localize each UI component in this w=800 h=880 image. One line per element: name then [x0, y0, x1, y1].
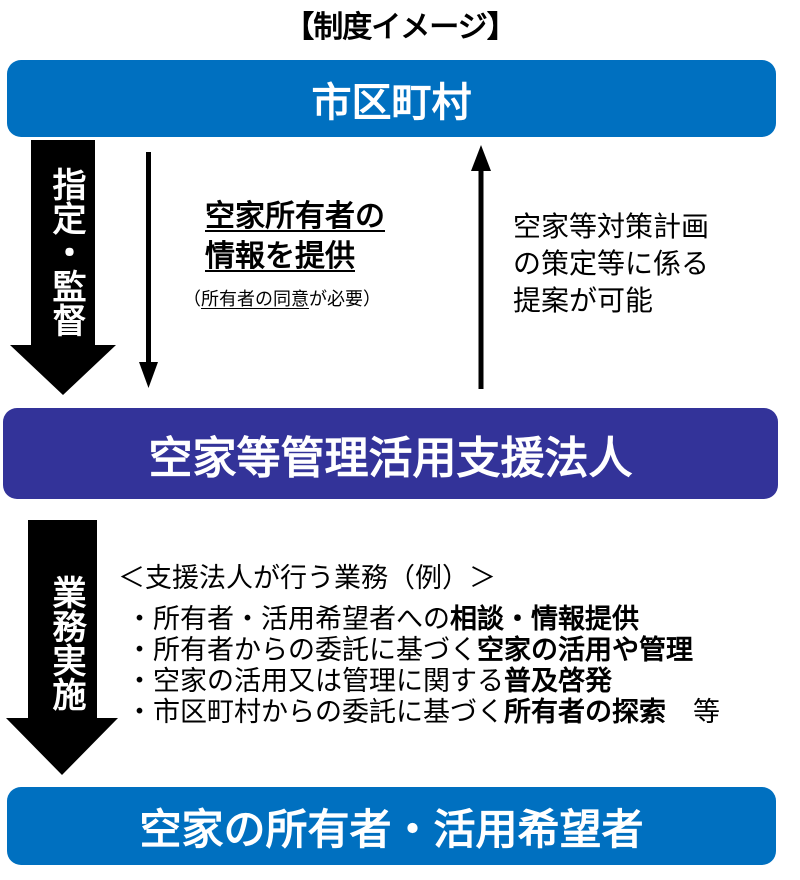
duty-item: ・所有者・活用希望者への相談・情報提供 — [126, 604, 639, 635]
owners-label: 空家の所有者・活用希望者 — [139, 804, 644, 854]
duties-heading: ＜支援法人が行う業務（例）＞ — [118, 563, 496, 594]
down-arrow-icon — [139, 152, 158, 388]
info-line-2: 情報を提供 — [205, 239, 355, 274]
business-execution-arrow-icon — [6, 520, 118, 775]
municipality-label: 市区町村 — [311, 79, 472, 126]
business-execution-label: 業務実施 — [46, 575, 86, 711]
duty-item: ・市区町村からの委託に基づく所有者の探索 等 — [126, 697, 720, 728]
support-corporation-label: 空家等管理活用支援法人 — [148, 432, 633, 484]
consent-note: （所有者の同意が必要） — [183, 289, 381, 310]
duty-item: ・所有者からの委託に基づく空家の活用や管理 — [126, 635, 693, 666]
info-line-1: 空家所有者の — [205, 199, 385, 234]
info-provision-text: 空家所有者の 情報を提供 — [205, 197, 385, 277]
duties-list: ・所有者・活用希望者への相談・情報提供 ・所有者からの委託に基づく空家の活用や管… — [126, 604, 720, 728]
support-corporation-box: 空家等管理活用支援法人 — [3, 408, 778, 499]
diagram-title: 【制度イメージ】 — [284, 10, 516, 45]
municipality-box: 市区町村 — [7, 60, 776, 137]
duty-item: ・空家の活用又は管理に関する普及啓発 — [126, 666, 612, 697]
designate-supervise-label: 指定・監督 — [46, 167, 86, 337]
plan-proposal-text: 空家等対策計画 の策定等に係る 提案が可能 — [513, 210, 710, 317]
designate-supervise-arrow-icon — [10, 140, 116, 395]
owners-box: 空家の所有者・活用希望者 — [7, 787, 776, 865]
up-arrow-icon — [471, 145, 491, 389]
consent-note-underlined: 所有者の同意 — [201, 289, 309, 310]
